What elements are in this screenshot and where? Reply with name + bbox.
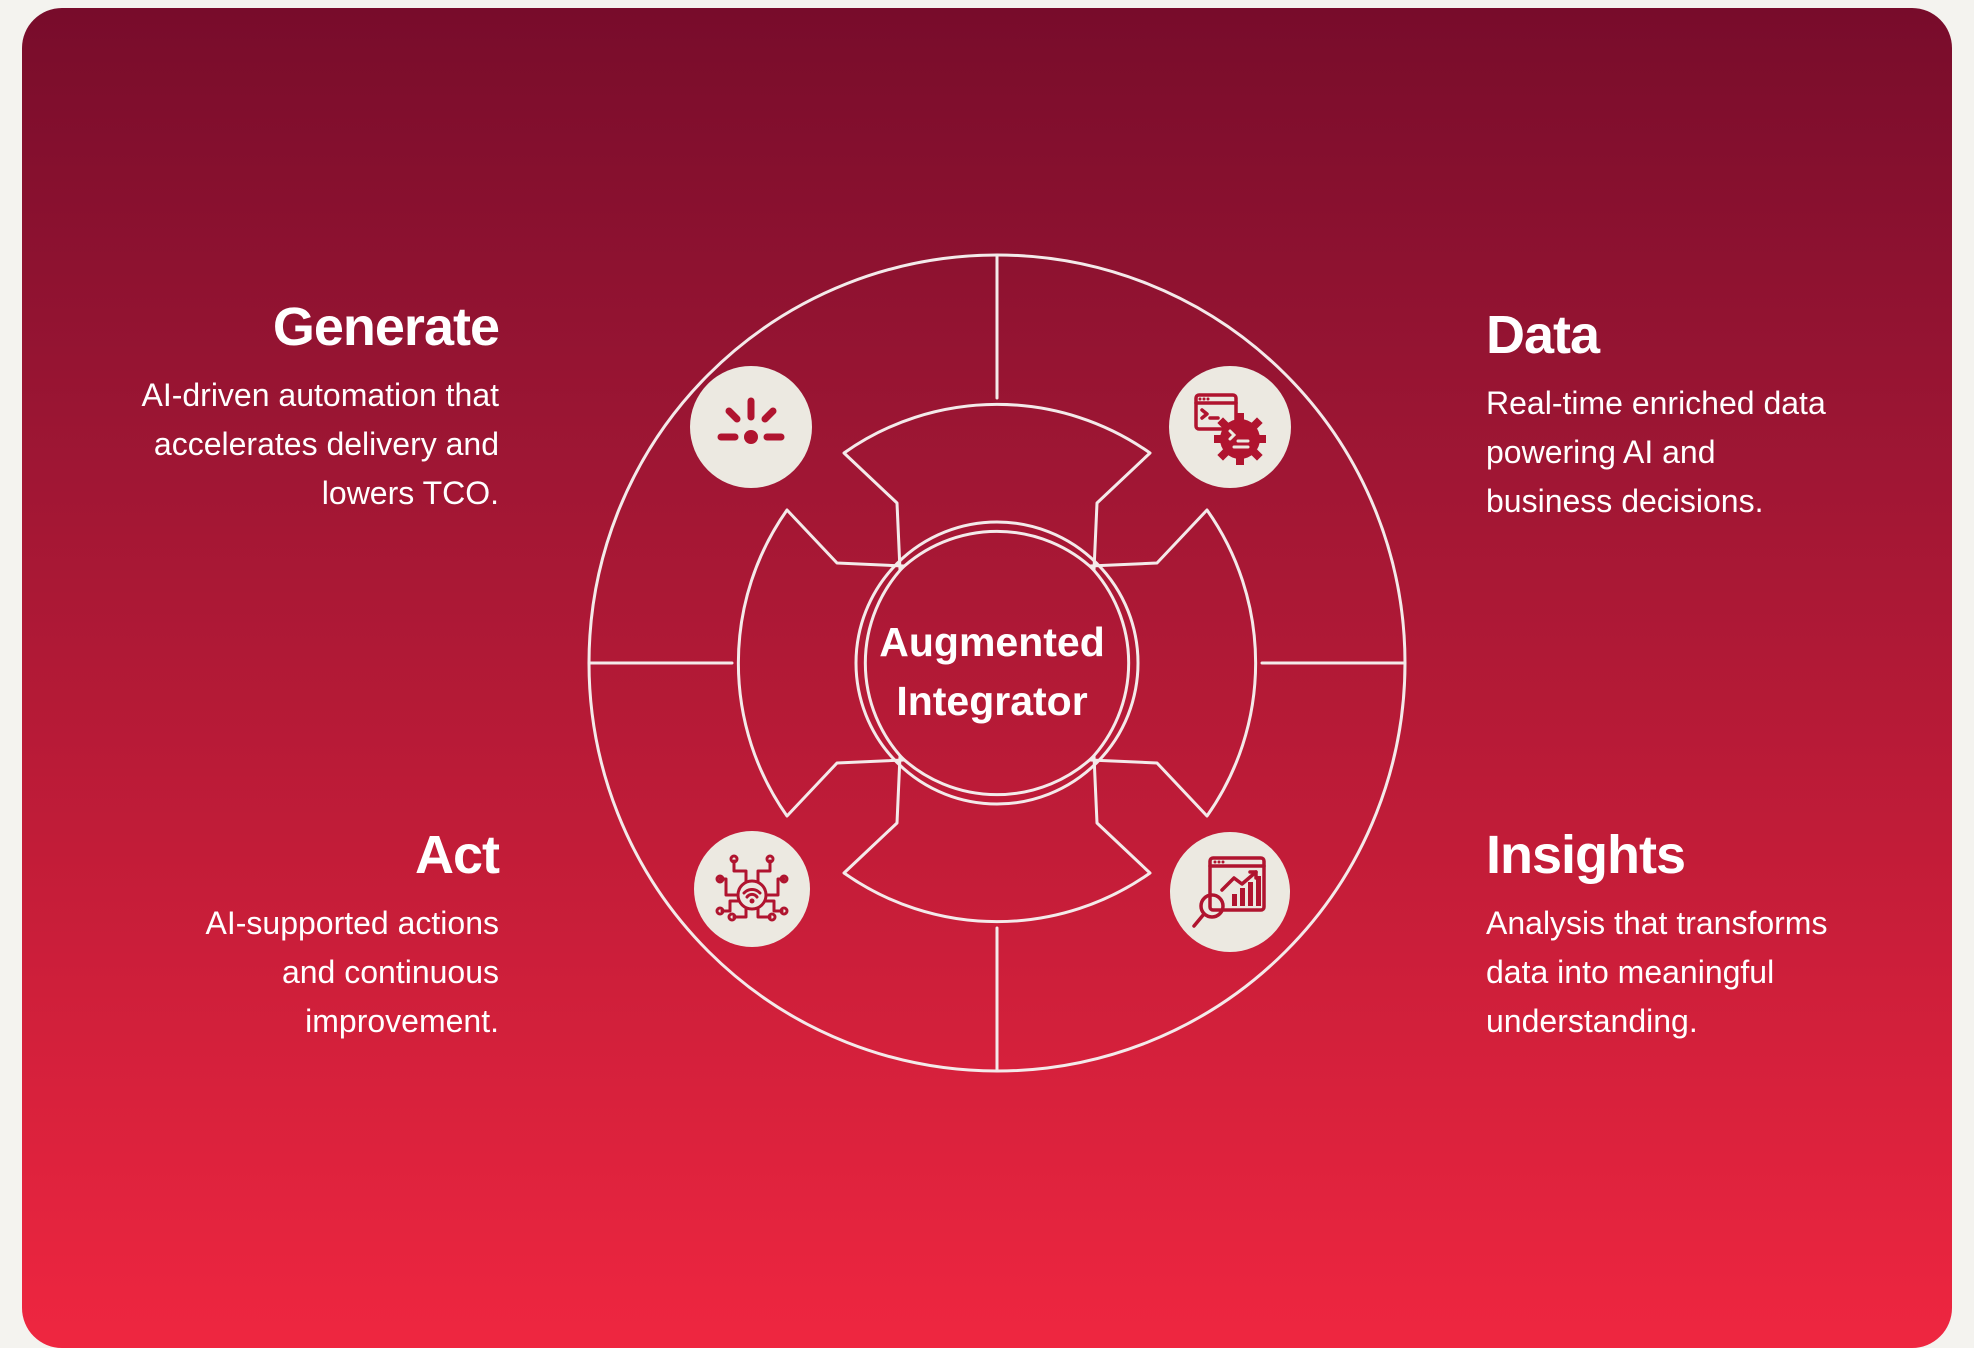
data-block: Data Real-time enriched data powering AI… [1486,305,1926,526]
data-line-2: powering AI and [1486,434,1716,471]
arrow-top [842,402,1152,572]
generate-description: AI-driven automation that accelerates de… [59,371,499,518]
circuit-wifi-icon [715,854,789,922]
insights-line-1: Analysis that transforms [1486,905,1828,942]
act-line-3: improvement. [305,1003,499,1040]
center-label-line-2: Integrator [896,678,1088,724]
data-description: Real-time enriched data powering AI and … [1486,379,1926,526]
generate-block: Generate AI-driven automation that accel… [59,297,500,518]
act-block: Act AI-supported actions and continuous … [59,825,501,1046]
diagram-card: Augmented Integrator [22,8,1952,1348]
generate-line-1: AI-driven automation that [141,377,499,414]
generate-line-2: accelerates delivery and [153,426,499,463]
insights-description: Analysis that transforms data into meani… [1486,899,1946,1046]
insights-line-2: data into meaningful [1486,954,1775,991]
generate-icon-disc [690,366,812,488]
inner-circle [854,520,1140,806]
data-line-1: Real-time enriched data [1486,385,1826,422]
cycle-diagram [587,253,1407,1073]
center-label-line-1: Augmented [879,619,1105,665]
act-description: AI-supported actions and continuous impr… [59,899,500,1046]
act-line-2: and continuous [281,954,499,991]
act-title: Act [414,825,500,885]
spark-icon [717,397,785,444]
code-gear-icon [1194,393,1266,465]
arrow-bottom [842,754,1152,924]
data-line-3: business decisions. [1486,483,1764,520]
insights-block: Insights Analysis that transforms data i… [1486,825,1946,1046]
generate-title: Generate [272,297,500,357]
insights-title: Insights [1486,825,1686,885]
data-icon-disc [1169,366,1291,488]
generate-line-3: lowers TCO. [321,475,499,512]
insights-line-3: understanding. [1486,1003,1698,1040]
data-title: Data [1486,305,1600,365]
center-label: Augmented Integrator [872,613,1112,733]
act-line-1: AI-supported actions [205,905,500,942]
analytics-magnifier-icon [1192,856,1266,928]
act-icon-disc [694,831,810,947]
arrow-left [736,508,906,818]
arrow-right [1088,508,1258,818]
insights-icon-disc [1170,832,1290,952]
